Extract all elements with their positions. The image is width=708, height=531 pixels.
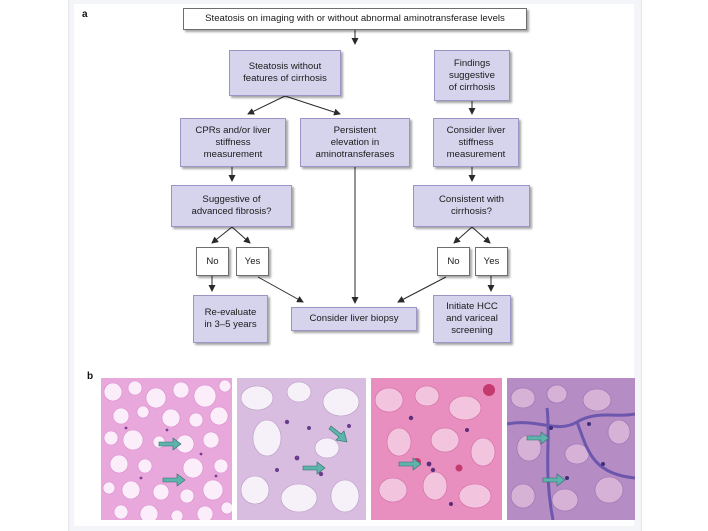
persistent-elevation-node: Persistent elevation in aminotransferase…	[300, 118, 410, 167]
hcc-screening-node: Initiate HCC and variceal screening	[433, 295, 511, 343]
cirrhosis-no-node: No	[437, 247, 470, 276]
arrow-fibrosis-yes	[231, 226, 251, 244]
advanced-fibrosis-text: Suggestive of advanced fibrosis?	[191, 194, 272, 217]
liver-biopsy-node: Consider liver biopsy	[291, 307, 417, 331]
arrow-cirrhosis-no	[453, 226, 473, 244]
steatosis-without-cirrhosis-node: Steatosis without features of cirrhosis	[229, 50, 341, 96]
consistent-cirrhosis-text: Consistent with cirrhosis?	[438, 194, 505, 217]
fibrosis-yes-text: Yes	[244, 255, 261, 267]
arrow-to-cpr	[247, 95, 286, 115]
cpr-stiffness-text: CPRs and/or liver stiffness measurement	[195, 124, 271, 160]
arrow-yes-to-biopsy	[257, 276, 304, 303]
advanced-fibrosis-node: Suggestive of advanced fibrosis?	[171, 185, 292, 227]
micrograph-fibrosis	[507, 378, 635, 520]
consider-stiffness-node: Consider liver stiffness measurement	[433, 118, 519, 167]
micrograph-ballooning	[237, 378, 366, 520]
cirrhosis-no-text: No	[447, 255, 460, 267]
teal-arrow-icon	[542, 473, 566, 487]
fibrosis-yes-node: Yes	[236, 247, 269, 276]
persistent-elevation-text: Persistent elevation in aminotransferase…	[315, 124, 395, 160]
cirrhosis-yes-node: Yes	[475, 247, 508, 276]
cpr-stiffness-node: CPRs and/or liver stiffness measurement	[180, 118, 286, 167]
panel-label-a: a	[82, 9, 88, 20]
consistent-cirrhosis-node: Consistent with cirrhosis?	[413, 185, 530, 227]
arrow-to-persistent	[284, 95, 341, 116]
arrow-fibrosis-no	[211, 226, 233, 244]
teal-arrow-icon	[526, 431, 550, 445]
micrograph-steatosis	[101, 378, 232, 520]
steatosis-without-cirrhosis-text: Steatosis without features of cirrhosis	[243, 61, 327, 84]
findings-cirrhosis-node: Findings suggestive of cirrhosis	[434, 50, 510, 101]
micrograph-mallory-bodies-image	[371, 378, 502, 520]
micrograph-fibrosis-image	[507, 378, 635, 520]
panel-label-b: b	[87, 371, 94, 382]
fibrosis-no-node: No	[196, 247, 229, 276]
cirrhosis-yes-text: Yes	[483, 255, 500, 267]
teal-arrow-icon	[162, 473, 186, 487]
micrograph-ballooning-image	[237, 378, 366, 520]
reevaluate-text: Re-evaluate in 3–5 years	[204, 307, 257, 330]
root-text: Steatosis on imaging with or without abn…	[205, 13, 505, 24]
micrograph-mallory-bodies	[371, 378, 502, 520]
root-node: Steatosis on imaging with or without abn…	[183, 8, 527, 30]
teal-arrow-icon	[328, 425, 348, 443]
teal-arrow-icon	[302, 461, 326, 475]
fibrosis-no-text: No	[206, 255, 219, 267]
micrograph-steatosis-image	[101, 378, 232, 520]
arrow-cirrhosis-yes	[471, 226, 491, 244]
teal-arrow-icon	[398, 457, 422, 471]
teal-arrow-icon	[158, 437, 182, 451]
hcc-screening-text: Initiate HCC and variceal screening	[446, 301, 498, 336]
consider-stiffness-text: Consider liver stiffness measurement	[446, 124, 506, 160]
liver-biopsy-text: Consider liver biopsy	[309, 313, 399, 324]
reevaluate-node: Re-evaluate in 3–5 years	[193, 295, 268, 343]
arrow-no-right-to-biopsy	[397, 276, 447, 303]
findings-cirrhosis-text: Findings suggestive of cirrhosis	[448, 57, 496, 93]
